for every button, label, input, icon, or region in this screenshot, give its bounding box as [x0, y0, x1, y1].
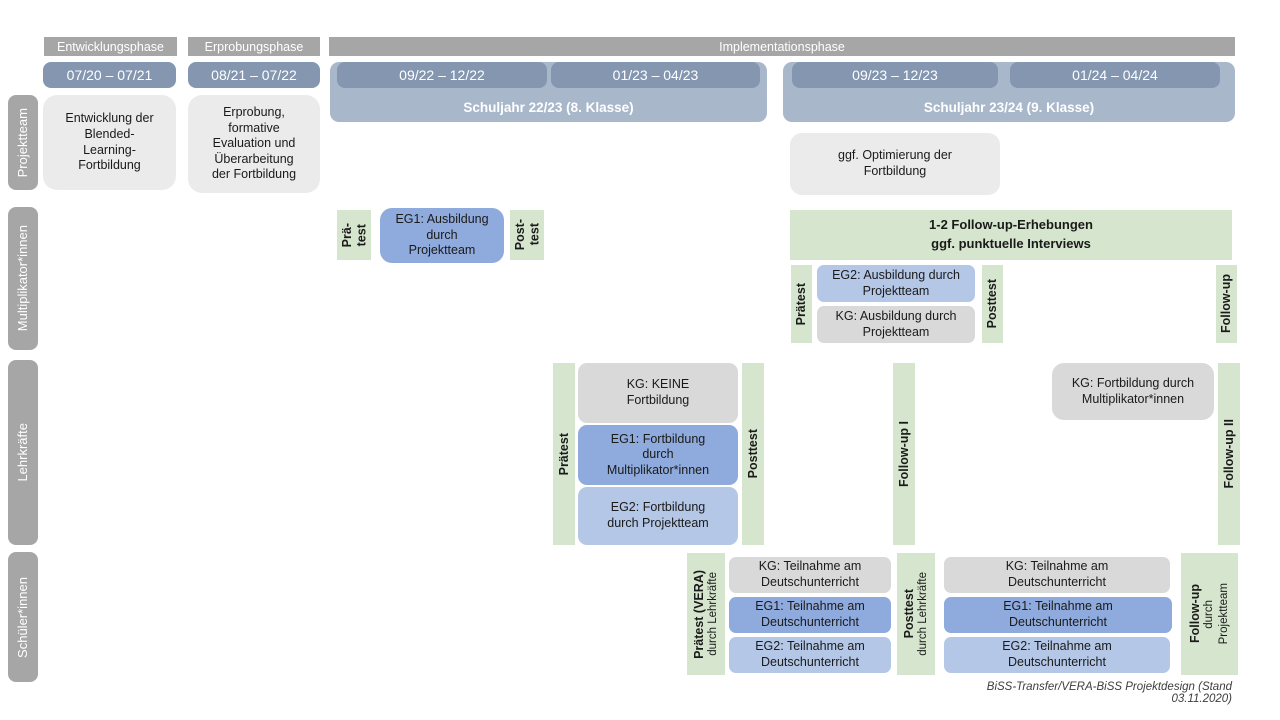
date-range-0124-0424: 01/24 – 04/24 — [1010, 62, 1220, 88]
row-label-multiplikatorinnen: Multiplikator*innen — [8, 207, 38, 350]
school-year-label: Schuljahr 22/23 (8. Klasse) — [463, 100, 634, 115]
row-label-schuelerinnen: Schüler*innen — [8, 552, 38, 682]
strip-label: Prätest — [794, 282, 809, 326]
date-range-0923-1223: 09/23 – 12/23 — [792, 62, 998, 88]
box-kg-keine-fortbildung: KG: KEINE Fortbildung — [578, 363, 738, 423]
strip-label: Prä- test — [339, 222, 368, 248]
strip-label: Follow-up II — [1221, 419, 1236, 489]
box-eg2-teilnahme-1: EG2: Teilnahme am Deutschunterricht — [729, 637, 891, 673]
row-label-text: Multiplikator*innen — [14, 225, 30, 332]
box-optimierung-fortbildung: ggf. Optimierung der Fortbildung — [790, 133, 1000, 195]
strip-label-main: Prätest (VERA) — [691, 569, 706, 659]
strip-posttest-multiplikatoren: Post- test — [510, 210, 544, 260]
date-range-label: 09/23 – 12/23 — [852, 67, 938, 83]
row-label-text: Lehrkräfte — [14, 423, 30, 482]
date-range-0821-0722: 08/21 – 07/22 — [188, 62, 320, 88]
phase-bar-entwicklungsphase: Entwicklungsphase — [44, 37, 177, 56]
strip-label-sub: durch Lehrkräfte — [917, 572, 930, 656]
box-eg2-ausbildung-projektteam: EG2: Ausbildung durch Projektteam — [817, 265, 975, 302]
row-label-lehrkraefte: Lehrkräfte — [8, 360, 38, 545]
box-kg-teilnahme-2: KG: Teilnahme am Deutschunterricht — [944, 557, 1170, 593]
box-kg-fortbildung-multiplikatoren: KG: Fortbildung durch Multiplikator*inne… — [1052, 363, 1214, 420]
strip-praetest-multiplikatoren: Prä- test — [337, 210, 371, 260]
strip-label: Posttest — [985, 279, 1000, 329]
strip-label: Posttest — [745, 429, 760, 479]
strip-posttest-lehrkraefte: Posttest — [742, 363, 764, 545]
strip-label: Follow-up I — [896, 421, 911, 487]
strip-praetest2-multiplikatoren: Prätest — [791, 265, 812, 343]
phase-bar-erprobungsphase: Erprobungsphase — [188, 37, 320, 56]
strip-followup-schueler: Follow-up durch Projektteam — [1181, 553, 1238, 675]
strip-label: Follow-up — [1219, 274, 1234, 334]
strip-label: Prätest — [556, 432, 571, 476]
box-entwicklung-fortbildung: Entwicklung der Blended- Learning- Fortb… — [43, 95, 176, 190]
date-range-0123-0423: 01/23 – 04/23 — [551, 62, 760, 88]
phase-bar-implementationsphase: Implementationsphase — [329, 37, 1235, 56]
strip-praetest-vera-schueler: Prätest (VERA) durch Lehrkräfte — [687, 553, 725, 675]
box-eg2-teilnahme-2: EG2: Teilnahme am Deutschunterricht — [944, 637, 1170, 673]
box-erprobung-evaluation: Erprobung, formative Evaluation und Über… — [188, 95, 320, 193]
date-range-label: 09/22 – 12/22 — [399, 67, 485, 83]
date-range-label: 01/23 – 04/23 — [612, 67, 699, 83]
strip-label-sub: durch Lehrkräfte — [707, 572, 720, 656]
date-range-label: 07/20 – 07/21 — [66, 67, 153, 83]
school-year-label: Schuljahr 23/24 (9. Klasse) — [923, 100, 1095, 115]
strip-posttest2-multiplikatoren: Posttest — [982, 265, 1003, 343]
date-range-0922-1222: 09/22 – 12/22 — [337, 62, 547, 88]
box-eg2-fortbildung-projektteam: EG2: Fortbildung durch Projektteam — [578, 487, 738, 545]
phase-label: Entwicklungsphase — [56, 39, 164, 54]
box-followup-erhebungen: 1-2 Follow-up-Erhebungen ggf. punktuelle… — [790, 210, 1232, 260]
strip-followup-multiplikatoren: Follow-up — [1216, 265, 1237, 343]
phase-label: Implementationsphase — [719, 39, 845, 54]
row-label-projektteam: Projektteam — [8, 95, 38, 190]
row-label-text: Projektteam — [14, 107, 30, 178]
box-eg1-fortbildung-multiplikatoren: EG1: Fortbildung durch Multiplikator*inn… — [578, 425, 738, 485]
phase-label: Erprobungsphase — [204, 39, 304, 54]
date-range-label: 08/21 – 07/22 — [211, 67, 297, 83]
box-kg-ausbildung-projektteam: KG: Ausbildung durch Projektteam — [817, 306, 975, 343]
strip-label-sub2: Projektteam — [1217, 583, 1230, 645]
diagram-caption: BiSS-Transfer/VERA-BiSS Projektdesign (S… — [986, 681, 1232, 705]
strip-followup2-lehrkraefte: Follow-up II — [1218, 363, 1240, 545]
strip-label-main: Follow-up — [1188, 584, 1203, 644]
strip-followup1-lehrkraefte: Follow-up I — [893, 363, 915, 545]
date-range-label: 01/24 – 04/24 — [1072, 67, 1158, 83]
strip-label-main: Posttest — [901, 589, 916, 639]
date-range-0720-0721: 07/20 – 07/21 — [43, 62, 176, 88]
box-eg1-ausbildung-projektteam: EG1: Ausbildung durch Projektteam — [380, 208, 504, 263]
box-eg1-teilnahme-2: EG1: Teilnahme am Deutschunterricht — [944, 597, 1172, 633]
strip-label: Post- test — [512, 219, 541, 251]
row-label-text: Schüler*innen — [14, 576, 30, 658]
box-kg-teilnahme-1: KG: Teilnahme am Deutschunterricht — [729, 557, 891, 593]
box-eg1-teilnahme-1: EG1: Teilnahme am Deutschunterricht — [729, 597, 891, 633]
strip-posttest-schueler: Posttest durch Lehrkräfte — [897, 553, 935, 675]
strip-praetest-lehrkraefte: Prätest — [553, 363, 575, 545]
strip-label-sub1: durch — [1203, 599, 1216, 629]
